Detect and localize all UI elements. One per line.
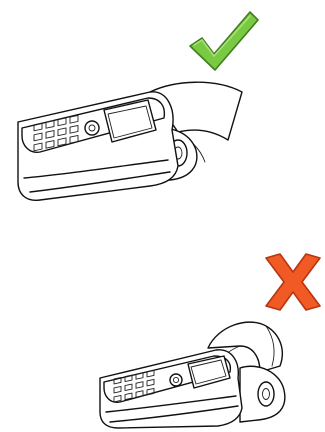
payment-terminal-icon bbox=[90, 316, 310, 428]
correct-panel bbox=[0, 0, 325, 216]
check-mark-icon bbox=[188, 10, 260, 72]
cross-mark-icon bbox=[262, 252, 324, 312]
payment-terminal-icon bbox=[0, 70, 260, 200]
incorrect-panel bbox=[0, 216, 325, 432]
